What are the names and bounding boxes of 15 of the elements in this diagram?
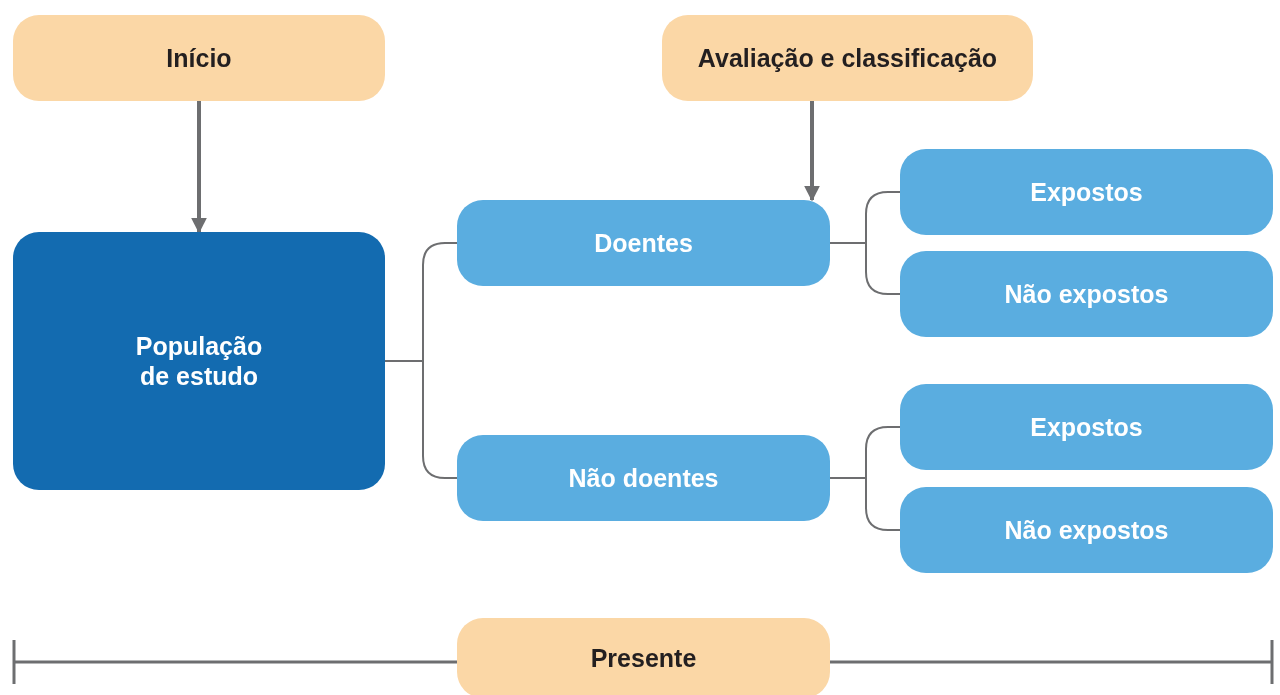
population-box: População de estudo [13, 232, 385, 490]
group-box: Não doentes [457, 435, 830, 521]
arrow [191, 101, 207, 234]
stage-box: Avaliação e classificação [662, 15, 1033, 101]
group-box: Doentes [457, 200, 830, 286]
connector-line [384, 360, 458, 479]
group-box: Não expostos [900, 251, 1273, 337]
group-box: Expostos [900, 149, 1273, 235]
stage-box: Presente [457, 618, 830, 695]
group-box: Não expostos [900, 487, 1273, 573]
arrow [804, 101, 820, 202]
group-box: Expostos [900, 384, 1273, 470]
stage-box: Início [13, 15, 385, 101]
connector-line [829, 477, 901, 531]
connector-line [829, 242, 901, 295]
